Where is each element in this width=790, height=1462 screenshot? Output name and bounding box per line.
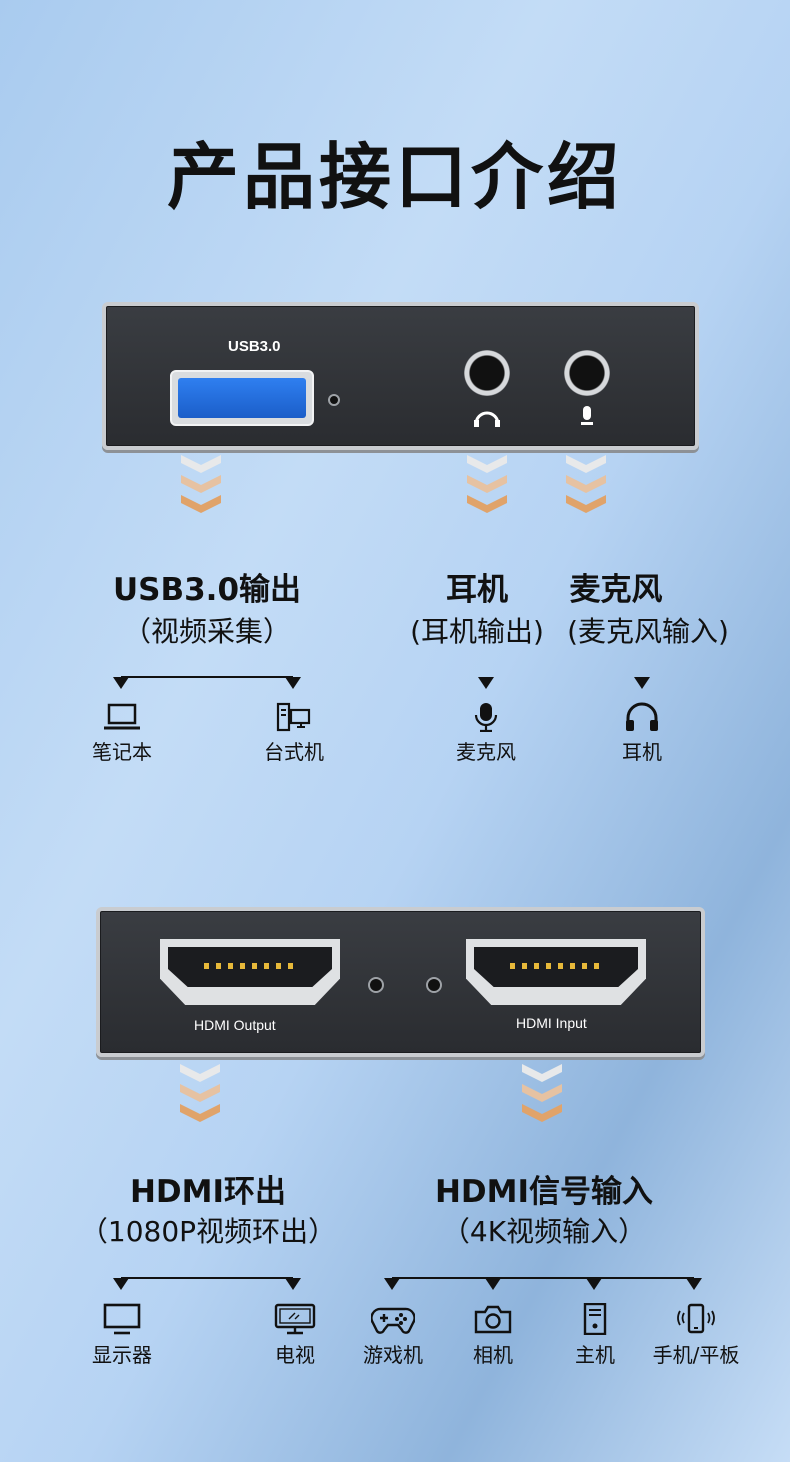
hdmi-in-pointer-1: [384, 1278, 400, 1290]
hdmi-in-section-title: HDMI信号输入: [434, 1174, 654, 1210]
headphone-section-title: 耳机: [446, 572, 508, 608]
device-panel-top: USB3.0: [102, 302, 699, 450]
usb-port: [170, 370, 314, 426]
hdmi-in-section-subtitle: （4K视频输入）: [441, 1215, 647, 1248]
device-tv: 电视: [245, 1303, 345, 1368]
hdmi-out-section-subtitle: （1080P视频环出）: [79, 1215, 337, 1248]
gamepad-icon: [371, 1307, 415, 1334]
device-phone: 手机/平板: [636, 1303, 756, 1368]
device-label: 相机: [473, 1343, 513, 1367]
arrow-usb: [181, 455, 221, 513]
microphone-icon: [474, 703, 498, 732]
page-title: 产品接口介绍: [166, 135, 623, 219]
laptop-icon: [104, 703, 140, 730]
hdmi-in-connector-line: [392, 1277, 694, 1279]
device-gamepad: 游戏机: [343, 1303, 443, 1368]
device-label: 主机: [575, 1343, 615, 1367]
phone-icon: [677, 1303, 715, 1334]
device-headphones: 耳机: [592, 702, 692, 765]
desktop-icon: [276, 702, 311, 732]
usb-port-label: USB3.0: [228, 338, 281, 355]
device-label: 显示器: [92, 1343, 152, 1367]
headphone-section-subtitle: (耳机输出): [410, 615, 544, 648]
hdmi-input-label: HDMI Input: [516, 1015, 587, 1031]
pc-tower-icon: [583, 1303, 607, 1335]
hdmi-input-port: [466, 939, 646, 1005]
hdmi-out-pointer-right: [285, 1278, 301, 1290]
hdmi-out-section-title: HDMI环出: [129, 1174, 287, 1210]
mic-section-subtitle: (麦克风输入): [567, 615, 729, 648]
device-label: 电视: [275, 1343, 315, 1367]
usb-section-subtitle: （视频采集）: [122, 615, 291, 648]
hdmi-in-pointer-4: [686, 1278, 702, 1290]
usb-pointer-right: [285, 677, 301, 689]
hdmi-output-label: HDMI Output: [194, 1017, 276, 1033]
device-monitor: 显示器: [72, 1303, 172, 1368]
status-led-left: [368, 977, 384, 993]
mic-section-title: 麦克风: [569, 572, 663, 608]
headphone-jack-icon: [474, 411, 500, 427]
device-panel-bottom: HDMI Output HDMI Input: [96, 907, 705, 1057]
status-led-right: [426, 977, 442, 993]
arrow-hdmi-out: [180, 1064, 220, 1122]
usb-connector-line: [121, 676, 293, 678]
device-label: 手机/平板: [652, 1343, 740, 1367]
device-label: 笔记本: [92, 740, 152, 764]
mic-jack: [564, 350, 610, 396]
mic-pointer: [634, 677, 650, 689]
status-led: [328, 394, 340, 406]
hdmi-out-pointer-left: [113, 1278, 129, 1290]
hdmi-out-connector-line: [121, 1277, 293, 1279]
hdmi-in-pointer-3: [586, 1278, 602, 1290]
hdmi-output-port: [160, 939, 340, 1005]
monitor-icon: [103, 1303, 141, 1335]
device-label: 耳机: [622, 740, 662, 764]
camera-icon: [474, 1305, 512, 1334]
arrow-mic: [566, 455, 606, 513]
device-microphone: 麦克风: [436, 702, 536, 765]
usb-section-title: USB3.0输出: [112, 572, 302, 608]
headphones-icon: [626, 702, 658, 731]
tv-icon: [274, 1303, 316, 1335]
device-laptop: 笔记本: [72, 702, 172, 765]
arrow-headphone: [467, 455, 507, 513]
mic-jack-icon: [581, 406, 593, 425]
device-label: 麦克风: [456, 740, 516, 764]
arrow-hdmi-in: [522, 1064, 562, 1122]
device-desktop: 台式机: [244, 702, 344, 765]
hdmi-in-pointer-2: [485, 1278, 501, 1290]
device-label: 游戏机: [363, 1343, 423, 1367]
device-camera: 相机: [443, 1303, 543, 1368]
device-pc-tower: 主机: [545, 1303, 645, 1368]
usb-pointer-left: [113, 677, 129, 689]
headphone-pointer: [478, 677, 494, 689]
headphone-jack: [464, 350, 510, 396]
device-label: 台式机: [264, 740, 324, 764]
